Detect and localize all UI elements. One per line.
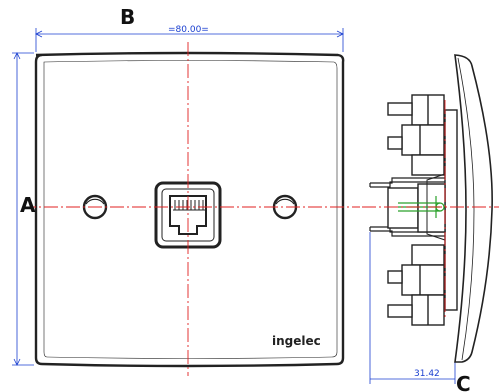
side-view (369, 54, 493, 363)
front-plate: ingelec (34, 51, 345, 368)
lower-terminals (387, 244, 445, 326)
upper-terminals (387, 94, 445, 176)
dimension-width: =80.00= (168, 25, 209, 35)
centerlines (22, 42, 499, 376)
dimension-depth: 31.42 (414, 369, 440, 379)
plate-inner-bevel (43, 60, 338, 359)
label-c: C (456, 372, 471, 392)
dimension-lines (12, 28, 456, 384)
brand-logo: ingelec (272, 334, 321, 348)
label-b: B (120, 5, 135, 29)
label-a: A (20, 193, 36, 217)
side-cover (454, 54, 493, 363)
jack-body-side (387, 173, 446, 241)
